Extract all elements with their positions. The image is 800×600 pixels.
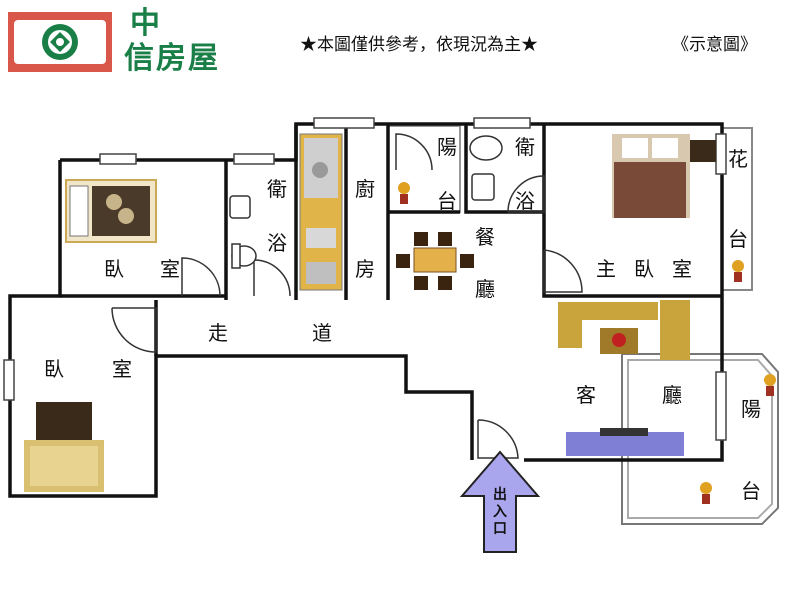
doors bbox=[111, 133, 583, 459]
room-label-balcony-top-2: 台 bbox=[437, 189, 457, 213]
brand-line-2: 信房屋 bbox=[124, 41, 220, 76]
entrance-arrow bbox=[459, 450, 541, 553]
living-furniture bbox=[558, 300, 690, 456]
plants bbox=[398, 182, 776, 504]
label-char: 臥 bbox=[634, 257, 654, 281]
room-label-bath-b-1: 衛 bbox=[515, 135, 535, 159]
room-label-dining-2: 廳 bbox=[475, 277, 495, 301]
room-label-living: 客廳 bbox=[576, 384, 682, 406]
room-label-flower-1: 花 bbox=[728, 147, 748, 171]
room-label-bath-b-2: 浴 bbox=[515, 189, 535, 213]
room-label-bedroom-a: 臥室 bbox=[104, 258, 180, 280]
label-char: 廳 bbox=[662, 383, 682, 407]
label-char: 室 bbox=[112, 357, 132, 381]
room-label-corridor: 走道 bbox=[208, 322, 332, 344]
room-label-dining-1: 餐 bbox=[475, 225, 495, 249]
kitchen-counter bbox=[299, 133, 343, 291]
room-label-bedroom-b: 臥室 bbox=[44, 358, 132, 380]
label-char: 主 bbox=[596, 257, 616, 281]
disclaimer-notice: ★本圖僅供參考，依現況為主★ bbox=[300, 35, 538, 55]
room-label-balcony-right-2: 台 bbox=[741, 479, 761, 503]
room-label-kitchen-1: 廚 bbox=[355, 177, 375, 201]
dining-table bbox=[396, 232, 474, 290]
entrance-label: 出入口 bbox=[493, 487, 507, 537]
bed-bottom-left bbox=[24, 402, 104, 492]
label-char: 室 bbox=[672, 257, 692, 281]
room-label-master: 主臥室 bbox=[596, 258, 692, 280]
brand-line-1: 中 bbox=[130, 6, 160, 41]
bed-top-left bbox=[65, 179, 157, 243]
label-char: 道 bbox=[312, 321, 332, 345]
bathroom-fixtures bbox=[229, 135, 503, 269]
label-char: 走 bbox=[208, 321, 228, 345]
label-char: 室 bbox=[160, 257, 180, 281]
diagram-legend: 《示意圖》 bbox=[672, 35, 757, 55]
company-logo bbox=[8, 12, 112, 72]
label-char: 客 bbox=[576, 383, 596, 407]
brand-name: 中 信房屋 bbox=[124, 8, 284, 76]
room-label-balcony-right-1: 陽 bbox=[741, 397, 761, 421]
bed-master bbox=[612, 134, 716, 218]
balcony-outlines bbox=[387, 125, 779, 525]
windows bbox=[3, 117, 727, 441]
room-label-bath-a-2: 浴 bbox=[267, 231, 287, 255]
label-char: 臥 bbox=[44, 357, 64, 381]
label-char: 臥 bbox=[104, 257, 124, 281]
room-label-flower-2: 台 bbox=[728, 227, 748, 251]
room-label-kitchen-2: 房 bbox=[355, 257, 375, 281]
room-label-balcony-top-1: 陽 bbox=[437, 135, 457, 159]
room-label-bath-a-1: 衛 bbox=[267, 177, 287, 201]
